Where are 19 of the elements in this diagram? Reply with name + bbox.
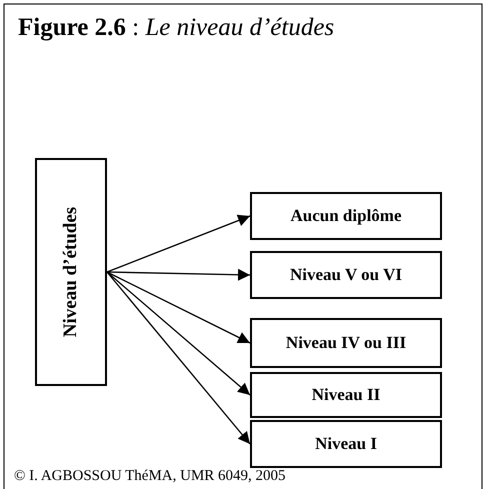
box-label: Niveau d’études: [60, 206, 82, 338]
arrow: [106, 268, 250, 281]
box-label: Niveau V ou VI: [290, 265, 402, 285]
arrow: [106, 272, 250, 444]
box-label: Niveau IV ou III: [286, 333, 406, 353]
box-label: Niveau I: [315, 434, 377, 454]
box-label: Niveau II: [312, 385, 380, 405]
level-box: [250, 192, 442, 240]
copyright-note: © I. AGBOSSOU ThéMA, UMR 6049, 2005: [14, 468, 286, 485]
level-box: [250, 251, 442, 299]
category-box: [35, 158, 107, 386]
arrow: [106, 214, 250, 273]
arrow: [106, 272, 250, 396]
box-label: Aucun diplôme: [290, 206, 402, 226]
level-box: [250, 318, 442, 368]
level-box: [250, 372, 442, 418]
level-box: [250, 420, 442, 468]
figure-title: Figure 2.6 : Le niveau d’études: [18, 14, 334, 42]
arrow: [106, 271, 250, 344]
